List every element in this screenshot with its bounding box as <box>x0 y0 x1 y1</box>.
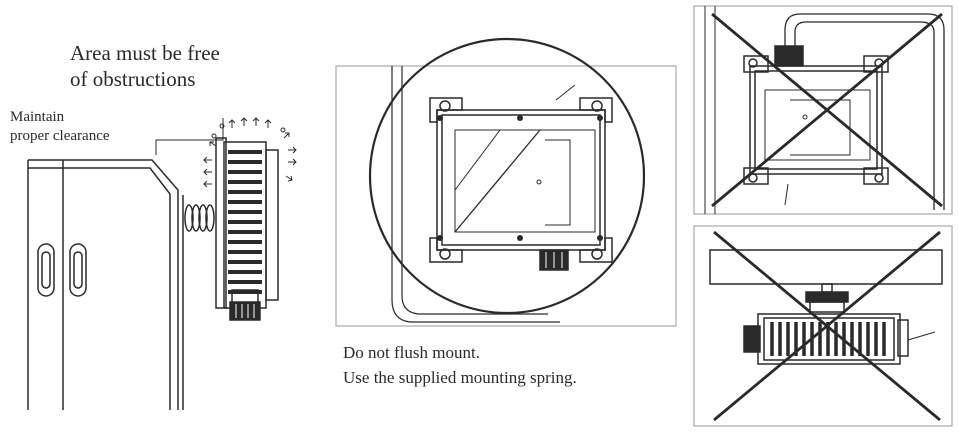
enclosure-front-correct <box>429 97 613 271</box>
mounting-instructions: Do not flush mount. Use the supplied mou… <box>343 340 577 390</box>
correct-mount-panel <box>335 37 677 327</box>
x-mark-icon <box>711 12 943 208</box>
highlight-circle <box>368 37 646 315</box>
clearance-caption-line2: proper clearance <box>10 128 110 144</box>
incorrect-mount-panel-bottom <box>693 225 953 427</box>
enclosure-front-incorrect <box>743 45 889 206</box>
clearance-caption: Maintain proper clearance <box>10 108 110 146</box>
incorrect-mount-panel-top <box>693 5 953 215</box>
x-mark-icon <box>713 230 941 422</box>
enclosure-side-incorrect <box>743 283 936 365</box>
instruction-line-spring: Use the supplied mounting spring. <box>343 368 577 387</box>
unit-side-view <box>215 137 279 321</box>
clearance-caption-line1: Maintain <box>10 109 65 125</box>
obstruction-caption-line2: of obstructions <box>70 67 196 91</box>
cabinet-illustration <box>27 117 297 410</box>
obstruction-caption: Area must be free of obstructions <box>70 40 220 92</box>
mounting-spring <box>184 204 215 232</box>
instruction-line-flush: Do not flush mount. <box>343 343 480 362</box>
obstruction-caption-line1: Area must be free <box>70 41 220 65</box>
airflow-arrows-icon <box>203 117 297 188</box>
